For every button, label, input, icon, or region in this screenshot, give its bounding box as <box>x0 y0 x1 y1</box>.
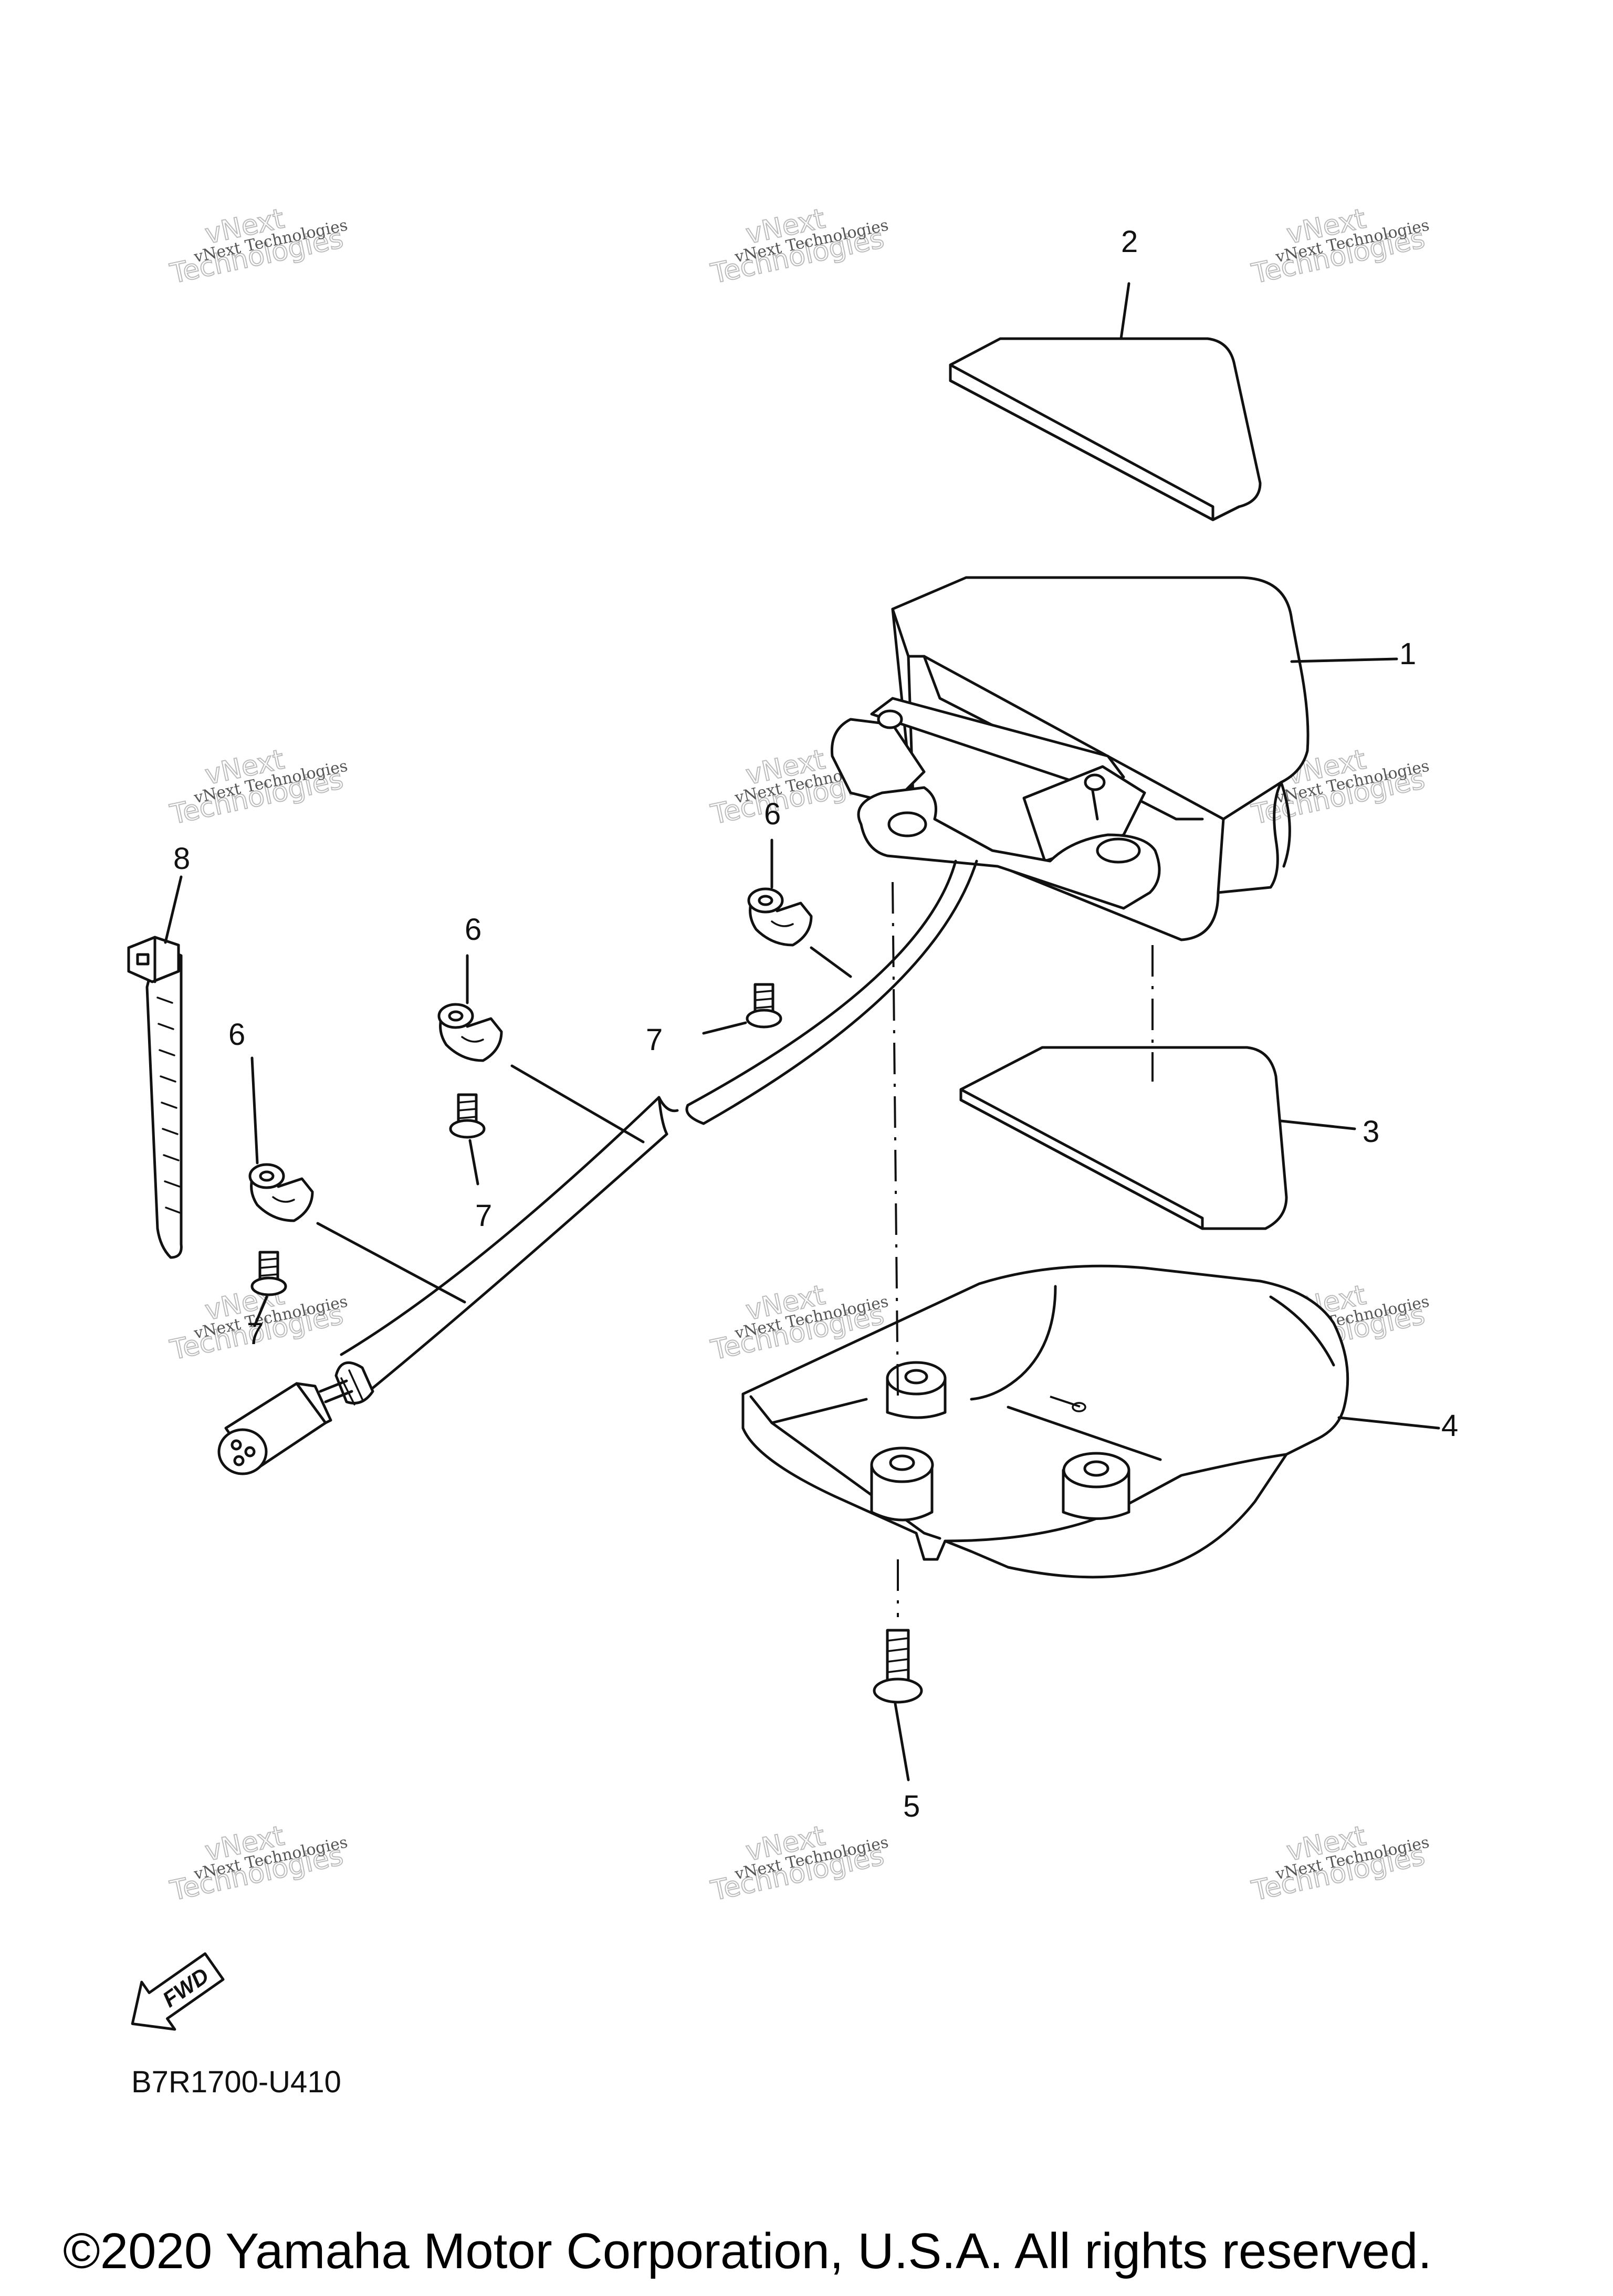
callout-6-upper: 6 <box>764 797 781 831</box>
fwd-arrow-icon: FWD <box>131 1952 225 2031</box>
part-3-lower-plate <box>959 1046 1356 1230</box>
clamp-6-upper <box>747 838 852 978</box>
part-2-lens-plate <box>949 282 1262 521</box>
callout-5: 5 <box>903 1789 920 1823</box>
watermark: Technologies vNext vNext Technologies <box>1249 1820 1431 1908</box>
screw-7-lower <box>250 1251 287 1327</box>
watermark: Technologies vNext vNext Technologies <box>167 743 350 832</box>
wire-harness <box>217 859 978 1475</box>
callout-8: 8 <box>173 842 190 876</box>
diagram-code: B7R1700-U410 <box>131 2065 341 2099</box>
watermark: Technologies vNext vNext Technologies <box>167 1820 350 1908</box>
part-4-base <box>741 1264 1440 1579</box>
callout-6-middle: 6 <box>465 913 481 947</box>
part-8-cable-tie <box>127 875 183 1259</box>
copyright-notice: ©2020 Yamaha Motor Corporation, U.S.A. A… <box>63 2223 1432 2279</box>
screw-7-upper <box>702 983 782 1035</box>
clamp-6-middle <box>437 954 645 1144</box>
callout-7-upper: 7 <box>646 1023 663 1057</box>
callout-2: 2 <box>1121 225 1138 259</box>
screw-7-middle <box>449 1093 486 1186</box>
clamp-6-lower <box>248 1056 466 1304</box>
callout-6-lower: 6 <box>228 1018 245 1052</box>
callout-1: 1 <box>1399 637 1416 671</box>
alignment-lines <box>892 882 1154 1617</box>
callout-7-middle: 7 <box>475 1199 492 1233</box>
callout-7-lower: 7 <box>247 1317 264 1351</box>
watermark: Technologies vNext vNext Technologies <box>708 203 891 291</box>
watermark: Technologies vNext vNext Technologies <box>1249 203 1431 291</box>
callout-3: 3 <box>1363 1115 1379 1149</box>
watermark: Technologies vNext vNext Technologies <box>708 1820 891 1908</box>
watermark: Technologies vNext vNext Technologies <box>167 203 350 291</box>
part-5-screw <box>873 1629 923 1781</box>
connector <box>217 1382 332 1475</box>
callout-4: 4 <box>1441 1409 1458 1443</box>
part-1-tail-light <box>830 576 1398 941</box>
